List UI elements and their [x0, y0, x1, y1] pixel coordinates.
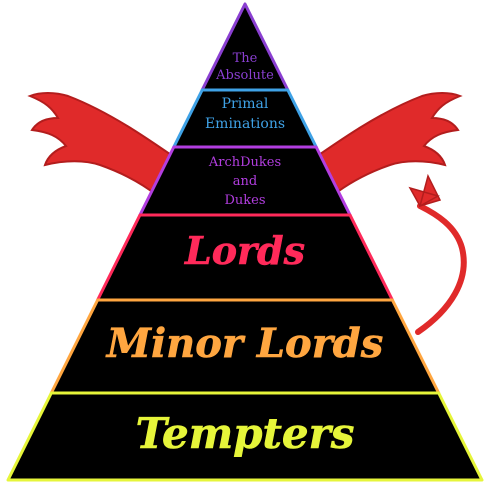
tail-body	[415, 203, 467, 335]
tier-label: ArchDukes	[208, 155, 281, 170]
right-wing-shape	[298, 92, 463, 198]
left-wing-shape	[27, 92, 192, 198]
tier-label: Tempters	[136, 409, 355, 458]
tier-label: Lords	[184, 228, 305, 273]
tier-shape	[6, 391, 484, 482]
tier-label: Eminations	[205, 116, 285, 132]
tier-label: Minor Lords	[105, 320, 384, 367]
tier-label: Dukes	[224, 193, 265, 208]
tail-icon	[408, 173, 467, 335]
tail-spade	[408, 173, 442, 208]
pyramid-tier-4: Lords	[96, 213, 394, 302]
right-wing-icon	[298, 92, 463, 198]
tier-label: and	[233, 174, 257, 189]
pyramid-tier-6: Tempters	[6, 391, 484, 482]
tier-label: Primal	[222, 96, 269, 112]
pyramid-tier-5: Minor Lords	[49, 298, 441, 395]
left-wing-icon	[27, 92, 192, 198]
tier-label: The	[233, 51, 258, 66]
tier-label: Absolute	[215, 68, 274, 83]
